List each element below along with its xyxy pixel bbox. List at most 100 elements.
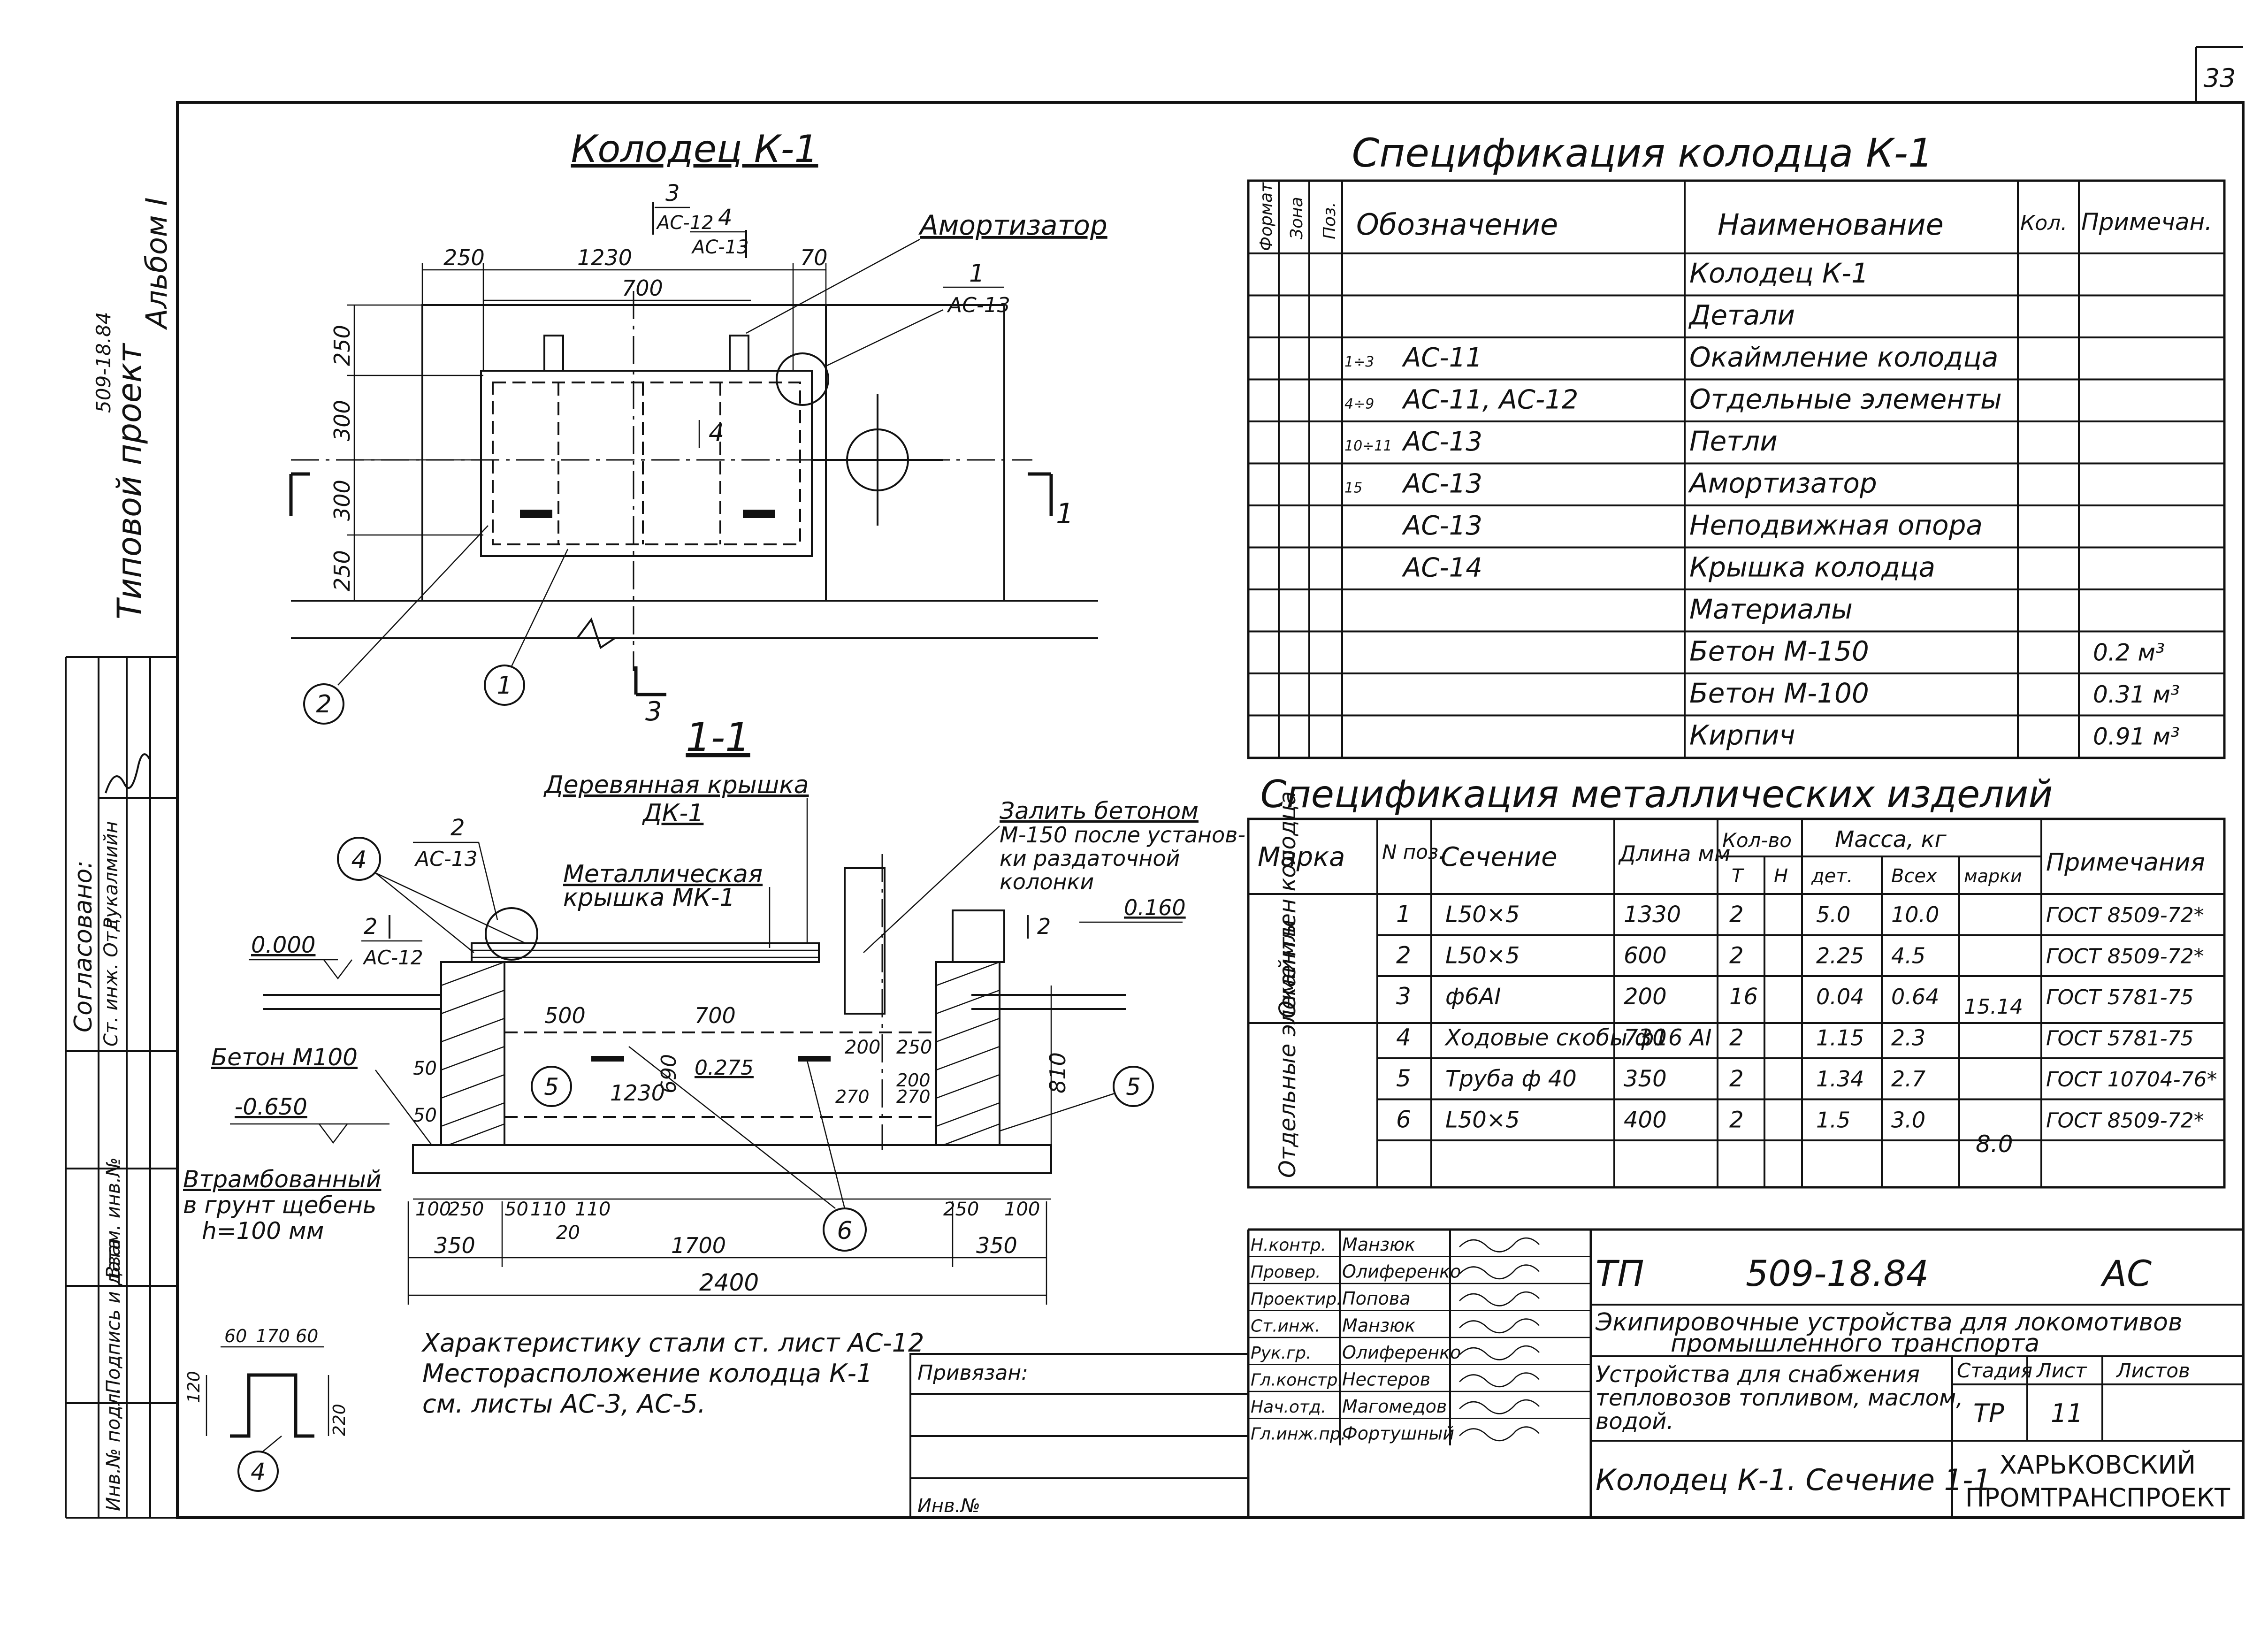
spec-metal-row-len: 600 — [1624, 943, 1667, 969]
dimb-110b: 110 — [575, 1199, 611, 1220]
dim-200a: 200 — [845, 1037, 880, 1058]
plan-title: Колодец К-1 — [571, 127, 818, 171]
series-code: 509-18.84 — [92, 312, 115, 413]
mark2-sheet: АС-12 — [362, 946, 423, 969]
detail4-pos: 4 — [251, 1458, 266, 1485]
amortizator-label: Амортизатор — [918, 209, 1107, 241]
spec-metal-title: Спецификация металлических изделий — [1260, 772, 2053, 816]
dim-left-250b: 250 — [329, 550, 355, 591]
spec-metal-row-t: 16 — [1729, 984, 1758, 1010]
section-title: 1-1 — [686, 714, 750, 760]
tb-stage: ТР — [1973, 1398, 2004, 1428]
tb-signature — [1459, 1345, 1540, 1360]
spec-main-row-note: 0.2 м³ — [2093, 639, 2165, 666]
tb-signature — [1459, 1291, 1540, 1306]
inv-field-original: Инв.№ подл. — [103, 1388, 124, 1511]
dispenser-column — [844, 867, 886, 1015]
sm-h-length: Длина мм — [1618, 841, 1731, 866]
spec-h-code: Обозначение — [1356, 207, 1558, 242]
tb-name: Олиференко — [1342, 1342, 1461, 1363]
section-1-1: 1-1 Деревянная крышка ДК-1 Металлическая… — [183, 714, 1245, 1305]
tb-code-tp: ТП — [1596, 1253, 1644, 1294]
spec-metal-row-len: 350 — [1624, 1066, 1667, 1092]
agreed-role-2: Рукалмийн — [100, 821, 122, 929]
spec-main-row-name: Детали — [1688, 299, 1795, 331]
spec-metal-row-note: ГОСТ 10704-76* — [2046, 1068, 2217, 1092]
spec-metal-row-sec: Труба ф 40 — [1445, 1066, 1577, 1092]
step-bracket-shape — [230, 1373, 314, 1438]
spec-metal-row-len: 730 — [1624, 1025, 1667, 1051]
callout4-sheet: АС-13 — [691, 237, 749, 258]
tb-subtitle-2: тепловозов топливом, маслом, — [1596, 1385, 1963, 1411]
tb-name: Попова — [1342, 1288, 1411, 1309]
spec-main-row-name: Кирпич — [1689, 719, 1795, 751]
spec-main-row-code: АС-13 — [1402, 511, 1482, 541]
spec-main-row-pos: 15 — [1344, 480, 1362, 497]
sm-h-mass: Масса, кг — [1835, 826, 1947, 853]
spec-metal-row-det: 0.04 — [1816, 984, 1864, 1009]
spec-metal-row-det: 1.34 — [1816, 1066, 1864, 1092]
spec-metal-row-len: 400 — [1624, 1107, 1667, 1133]
section-pos-5b: 5 — [1126, 1073, 1141, 1100]
spec-metal-row-note: ГОСТ 8509-72* — [2046, 903, 2204, 927]
spec-main-row-name: Бетон М-100 — [1689, 677, 1869, 709]
plan-well-outer — [480, 370, 813, 557]
tb-org-2: ПРОМТРАНСПРОЕКТ — [1965, 1483, 2230, 1513]
spec-main-row-note: 0.91 м³ — [2093, 723, 2180, 750]
dimb-100a: 100 — [415, 1199, 451, 1220]
elev-minus-650: -0.650 — [235, 1094, 307, 1120]
dim-200b: 200 — [896, 1070, 931, 1091]
album-label: Альбом I — [139, 197, 174, 330]
tb-name: Магомедов — [1342, 1396, 1447, 1417]
inv-field-replace: Взам. инв.№ — [103, 1157, 124, 1279]
spec-main-row-code: АС-11, АС-12 — [1402, 385, 1578, 415]
callout1-num: 1 — [969, 260, 985, 288]
pour-note-3: ки раздаточной — [1000, 846, 1180, 871]
tb-role: Н.контр. — [1251, 1236, 1326, 1255]
detail-circle-2 — [485, 907, 538, 961]
dimb-250a: 250 — [448, 1199, 484, 1220]
note-1: Характеристику стали ст. лист АС-12 — [421, 1328, 924, 1358]
tb-signature — [1459, 1264, 1540, 1280]
dimb-50: 50 — [504, 1199, 528, 1220]
dim-270a: 270 — [835, 1086, 870, 1107]
spec-metal-row-t: 2 — [1729, 1107, 1744, 1133]
metal-lid — [471, 942, 820, 963]
plan-view: Колодец К-1 3 АС-12 4 АС-13 Амортизатор … — [289, 127, 1107, 727]
section-callout2-sheet: АС-13 — [414, 847, 478, 871]
spec-metal-row-all: 2.3 — [1891, 1025, 1925, 1051]
spec-main-row-code: АС-13 — [1402, 469, 1482, 499]
dim-0275: 0.275 — [695, 1056, 754, 1080]
spec-main-row-code: АС-14 — [1402, 553, 1482, 583]
spec-metal-row-sec: Ходовые скобы ф16 АI — [1444, 1025, 1712, 1051]
detail4-dim-a: 60 — [224, 1326, 247, 1346]
step-rung-2 — [798, 1056, 831, 1062]
spec-metal-row-len: 1330 — [1624, 902, 1681, 928]
spec-metal-row-n: 1 — [1396, 901, 1411, 928]
dim-top-70: 70 — [800, 245, 828, 270]
spec-metal-row-det: 5.0 — [1816, 902, 1850, 927]
detail-4: 60 170 60 120 220 4 — [184, 1326, 349, 1492]
dimb-110a: 110 — [530, 1199, 566, 1220]
spec-metal-row-len: 200 — [1624, 984, 1667, 1010]
sm-h-n2: Н — [1774, 865, 1788, 887]
tb-name: Фортушный — [1342, 1423, 1454, 1444]
detail-circle-1 — [776, 352, 829, 406]
section-mark-right: 1 — [1056, 497, 1074, 530]
spec-metal-row-n: 2 — [1396, 942, 1411, 969]
tb-code-num: 509-18.84 — [1746, 1253, 1929, 1294]
note-3: см. листы АС-3, АС-5. — [422, 1389, 706, 1419]
dim-50b: 50 — [413, 1105, 437, 1126]
spec-metal-row-all: 0.64 — [1891, 984, 1939, 1009]
pour-note-1: Залить бетоном — [1000, 797, 1199, 825]
tb-project-title-2: промышленного транспорта — [1671, 1329, 2039, 1358]
approval-signature — [105, 753, 151, 794]
tb-name: Олиференко — [1342, 1261, 1461, 1282]
spec-metal-row-note: ГОСТ 5781-75 — [2046, 1027, 2194, 1051]
spec-metal-row-all: 2.7 — [1891, 1066, 1925, 1092]
dim-270b: 270 — [896, 1086, 931, 1107]
spec-metal-row-n: 6 — [1396, 1106, 1411, 1133]
spec-main-row-code: АС-13 — [1402, 427, 1482, 457]
tb-name: Манзюк — [1342, 1234, 1415, 1255]
